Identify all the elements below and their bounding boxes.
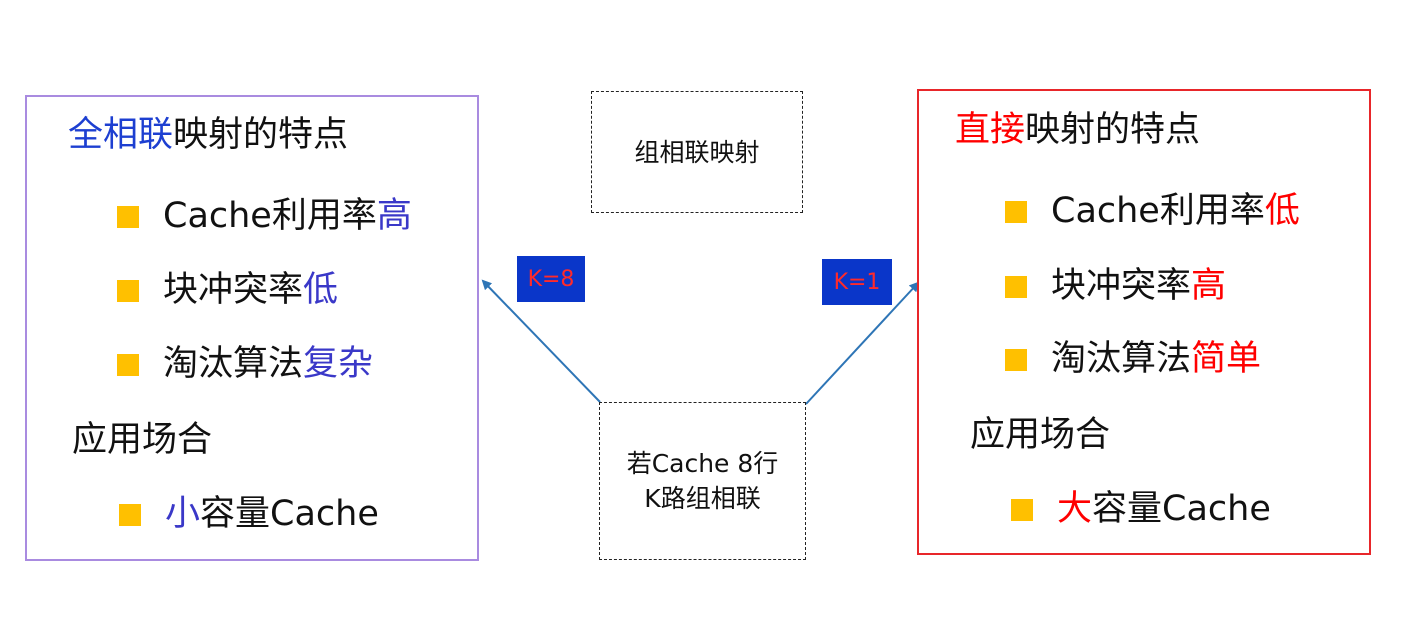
left-item-label: 淘汰算法 <box>163 344 304 384</box>
left-title-highlight: 全相联 <box>68 115 174 155</box>
k-way-condition-line2: K路组相联 <box>644 484 761 513</box>
k-way-condition-box: 若Cache 8行 K路组相联 <box>599 402 806 560</box>
square-bullet-icon <box>1005 200 1027 223</box>
k-equals-8-tag: K=8 <box>517 256 585 302</box>
left-section-title: 应用场合 <box>72 420 213 460</box>
right-application-text: 容量Cache <box>1092 489 1271 529</box>
left-item-value: 低 <box>303 270 339 310</box>
square-bullet-icon <box>119 503 141 526</box>
right-item-value: 高 <box>1191 266 1227 306</box>
right-item-label: 淘汰算法 <box>1051 339 1192 379</box>
left-item-conflict-rate: 块冲突率低 <box>117 273 338 308</box>
square-bullet-icon <box>117 353 139 376</box>
left-application-highlight: 小 <box>165 494 201 534</box>
left-application: 小容量Cache <box>119 497 379 532</box>
left-item-label: 块冲突率 <box>163 270 304 310</box>
k-way-condition-line1: 若Cache 8行 <box>626 449 779 478</box>
fully-associative-panel <box>25 95 479 561</box>
left-item-value: 高 <box>376 196 412 236</box>
right-application: 大容量Cache <box>1011 492 1271 527</box>
square-bullet-icon <box>1005 275 1027 298</box>
set-associative-box: 组相联映射 <box>591 91 803 213</box>
right-panel-title: 直接映射的特点 <box>955 113 1200 148</box>
left-item-utilization: Cache利用率高 <box>117 199 412 234</box>
k-equals-1-tag: K=1 <box>822 259 892 305</box>
right-item-value: 低 <box>1264 191 1300 231</box>
square-bullet-icon <box>117 279 139 302</box>
right-item-utilization: Cache利用率低 <box>1005 194 1300 229</box>
direct-mapped-panel <box>917 89 1371 555</box>
right-item-replacement: 淘汰算法简单 <box>1005 342 1261 377</box>
left-title-rest: 映射的特点 <box>173 115 349 155</box>
right-section-title: 应用场合 <box>970 415 1111 455</box>
right-application-highlight: 大 <box>1057 489 1093 529</box>
right-title-rest: 映射的特点 <box>1025 110 1201 150</box>
left-application-text: 容量Cache <box>200 494 379 534</box>
left-item-label: Cache利用率 <box>163 196 377 236</box>
left-panel-title: 全相联映射的特点 <box>68 118 348 153</box>
right-item-conflict-rate: 块冲突率高 <box>1005 269 1226 304</box>
left-item-replacement: 淘汰算法复杂 <box>117 347 373 382</box>
arrow-to-direct-mapped <box>805 281 920 405</box>
square-bullet-icon <box>117 205 139 228</box>
right-item-value: 简单 <box>1191 339 1262 379</box>
left-item-value: 复杂 <box>303 344 374 384</box>
set-associative-label: 组相联映射 <box>634 137 760 167</box>
right-item-label: Cache利用率 <box>1051 191 1265 231</box>
right-title-highlight: 直接 <box>955 110 1026 150</box>
square-bullet-icon <box>1011 498 1033 521</box>
arrow-to-fully-associative <box>481 279 601 403</box>
square-bullet-icon <box>1005 348 1027 371</box>
right-item-label: 块冲突率 <box>1051 266 1192 306</box>
